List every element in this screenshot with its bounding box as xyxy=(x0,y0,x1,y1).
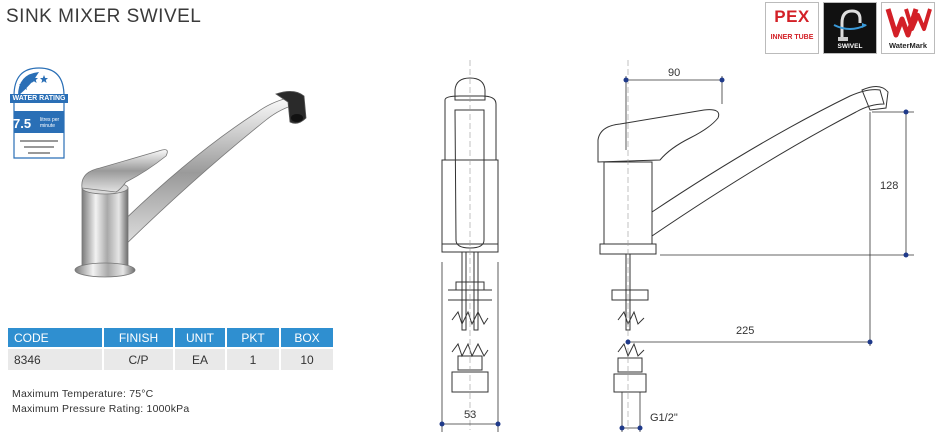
spec-table-header-code: CODE xyxy=(8,328,104,348)
spec-cell-finish: C/P xyxy=(103,347,175,370)
swivel-badge-label: SWIVEL xyxy=(837,43,863,50)
certification-badges: PEX INNER TUBE SWIVEL WaterMark xyxy=(765,2,937,54)
water-rating-shape xyxy=(13,67,65,159)
water-rating-label: WATER RATING 7.5 litres per minute xyxy=(10,66,68,166)
spec-table-header-row: CODE FINISH UNIT PKT BOX xyxy=(8,328,335,348)
dimension-marker xyxy=(495,421,501,427)
pex-badge-label: PEX xyxy=(774,7,810,26)
dimension-marker xyxy=(867,339,873,345)
dimension-marker xyxy=(619,425,625,431)
dimension-marker xyxy=(625,339,631,345)
table-row: 8346 C/P EA 1 10 xyxy=(8,347,335,370)
spec-table-header-box: BOX xyxy=(280,328,335,348)
water-rating-unit: litres per minute xyxy=(40,117,60,129)
product-photo xyxy=(74,91,307,278)
thread-size-label: G1/2" xyxy=(650,412,678,424)
swivel-tap-icon xyxy=(833,9,867,41)
pex-badge: PEX INNER TUBE xyxy=(765,2,819,54)
page-title: SINK MIXER SWIVEL xyxy=(6,6,202,27)
spout-reach-label: 225 xyxy=(736,325,754,337)
technical-drawing: 53 90 128 225 xyxy=(439,60,914,432)
width-dimension xyxy=(441,262,499,432)
spec-cell-box: 10 xyxy=(280,347,335,370)
spec-table-header-pkt: PKT xyxy=(226,328,281,348)
watermark-badge: WaterMark xyxy=(881,2,935,54)
max-pressure-text: Maximum Pressure Rating: 1000kPa xyxy=(12,403,190,415)
watermark-logo-icon xyxy=(885,8,932,38)
dimension-marker xyxy=(903,252,909,258)
max-temperature-text: Maximum Temperature: 75°C xyxy=(12,388,154,400)
side-view xyxy=(597,86,889,393)
spec-table-header-finish: FINISH xyxy=(103,328,175,348)
swivel-badge: SWIVEL xyxy=(823,2,877,54)
spec-table-header-unit: UNIT xyxy=(174,328,227,348)
spout-height-label: 128 xyxy=(880,180,898,192)
spout-reach-dimension xyxy=(628,112,871,346)
dimension-marker xyxy=(623,77,629,83)
dimension-marker xyxy=(637,425,643,431)
width-dimension-label: 53 xyxy=(464,409,476,421)
watermark-badge-label: WaterMark xyxy=(888,41,928,50)
spec-cell-pkt: 1 xyxy=(226,347,281,370)
dimension-marker xyxy=(903,109,909,115)
dimension-marker xyxy=(439,421,445,427)
spec-table: CODE FINISH UNIT PKT BOX 8346 C/P EA 1 1… xyxy=(8,328,335,370)
handle-reach-dimension xyxy=(625,76,723,150)
water-rating-value: 7.5 xyxy=(13,116,32,131)
water-rating-header: WATER RATING xyxy=(10,94,68,103)
dimension-marker xyxy=(719,77,725,83)
spec-cell-unit: EA xyxy=(174,347,227,370)
spec-cell-code: 8346 xyxy=(8,347,104,370)
handle-reach-label: 90 xyxy=(668,67,680,79)
thread-dimension xyxy=(621,392,641,432)
pex-badge-sublabel: INNER TUBE xyxy=(770,34,814,41)
